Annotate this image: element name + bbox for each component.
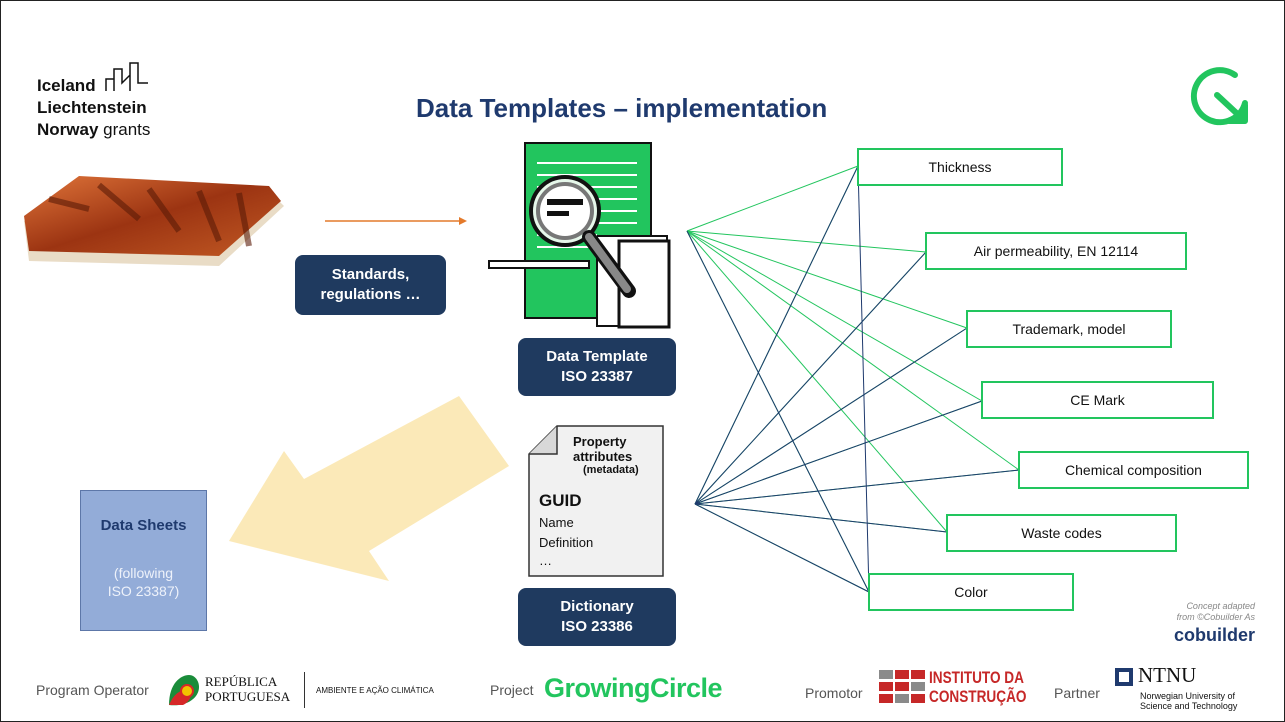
instituto-name: INSTITUTO DA CONSTRUÇÃO xyxy=(929,668,1026,706)
data-sheets-sub1: (following xyxy=(113,565,174,581)
property-heading2: attributes xyxy=(573,449,633,464)
property-document: Property attributes (metadata) GUID Name… xyxy=(539,434,659,569)
data-template-box: Data Template ISO 23387 xyxy=(518,338,676,396)
ntnu-sub1: Norwegian University of xyxy=(1140,691,1236,701)
standards-line2: regulations … xyxy=(320,286,421,303)
ntnu-logo-icon xyxy=(1115,668,1133,686)
property-waste-codes: Waste codes xyxy=(946,514,1177,552)
property-heading3: (metadata) xyxy=(583,464,639,476)
promotor-label: Promotor xyxy=(805,685,863,701)
instituto-line2: CONSTRUÇÃO xyxy=(929,687,1027,706)
data-sheets-sub2: ISO 23387) xyxy=(107,583,180,599)
data-template-line1: Data Template xyxy=(546,348,648,365)
property-name: Name xyxy=(539,515,574,530)
logo-liechtenstein: Liechtenstein xyxy=(37,98,147,117)
program-operator-label: Program Operator xyxy=(36,682,149,698)
standards-line1: Standards, xyxy=(331,266,410,283)
instituto-logo-icon xyxy=(879,670,925,703)
ambiente-label: AMBIENTE E AÇÃO CLIMÁTICA xyxy=(316,686,434,695)
portugal-emblem-icon xyxy=(169,675,199,706)
standards-box: Standards, regulations … xyxy=(295,255,446,315)
grants-logo-icon xyxy=(105,62,149,91)
property-air-permeability: Air permeability, EN 12114 xyxy=(925,232,1187,270)
ntnu-name: NTNU xyxy=(1138,663,1197,687)
property-thickness: Thickness xyxy=(857,148,1063,186)
credit: Concept adapted from ©Cobuilder As cobui… xyxy=(1151,601,1255,647)
footer-divider xyxy=(304,672,305,708)
property-trademark: Trademark, model xyxy=(966,310,1172,348)
partner-label: Partner xyxy=(1054,685,1100,701)
property-color: Color xyxy=(868,573,1074,611)
project-label: Project xyxy=(490,682,534,698)
dictionary-line2: ISO 23386 xyxy=(561,618,633,635)
republica-line2: PORTUGUESA xyxy=(205,689,291,704)
page-title: Data Templates – implementation xyxy=(416,93,828,123)
instituto-line1: INSTITUTO DA xyxy=(929,668,1024,687)
property-ellipsis: … xyxy=(539,553,552,568)
roof-panel-image xyxy=(24,176,284,266)
growing-circle-logo-icon xyxy=(1190,67,1248,126)
dictionary-line1: Dictionary xyxy=(560,598,634,615)
logo-norway: Norway xyxy=(37,120,99,139)
logo-iceland: Iceland xyxy=(37,76,96,95)
republica-portuguesa: REPÚBLICA PORTUGUESA xyxy=(205,674,290,704)
yellow-arrow-icon xyxy=(229,396,509,581)
property-ce-mark: CE Mark xyxy=(981,381,1214,419)
grants-logo: Iceland Liechtenstein Norway grants xyxy=(37,61,150,141)
credit-line2: from ©Cobuilder As xyxy=(1176,612,1255,622)
property-definition: Definition xyxy=(539,535,594,550)
ntnu-subtitle: Norwegian University of Science and Tech… xyxy=(1140,691,1237,711)
orange-arrow-icon xyxy=(325,217,467,225)
dictionary-box: Dictionary ISO 23386 xyxy=(518,588,676,646)
property-heading1: Property xyxy=(573,434,627,449)
growing-circle-logo: GrowingCircle xyxy=(544,673,723,703)
property-document-shape xyxy=(528,425,664,577)
cobuilder-logo: cobuilder xyxy=(1173,625,1255,645)
data-template-document-icon xyxy=(488,142,671,329)
ntnu-sub2: Science and Technology xyxy=(1140,701,1238,711)
property-guid: GUID xyxy=(539,491,582,510)
republica-line1: REPÚBLICA xyxy=(205,674,278,689)
credit-line1: Concept adapted xyxy=(1186,601,1255,611)
logo-grants: grants xyxy=(103,120,151,139)
property-chemical-composition: Chemical composition xyxy=(1018,451,1249,489)
data-sheets-box: Data Sheets (following ISO 23387) xyxy=(80,490,207,631)
data-template-line2: ISO 23387 xyxy=(561,368,633,385)
data-sheets-title: Data Sheets xyxy=(100,517,187,534)
